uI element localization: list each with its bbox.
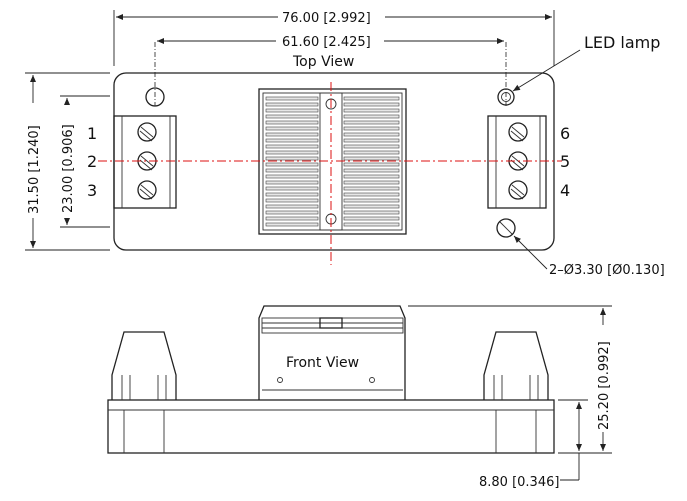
heatsink-fin (343, 186, 400, 191)
heatsink-fin (343, 192, 400, 197)
heatsink-fin (343, 108, 400, 113)
heatsink-fin (265, 138, 319, 143)
heatsink-fin (265, 216, 319, 221)
heatsink-fin (265, 144, 319, 149)
top-view: 1 2 3 6 5 4 Top View (87, 42, 570, 265)
pin-label-2: 2 (87, 152, 97, 171)
heatsink (258, 88, 407, 235)
heatsink-fin (343, 144, 400, 149)
mounting-hole-right (496, 218, 516, 238)
heatsink-fin (343, 222, 400, 227)
heatsink-fin (343, 120, 400, 125)
screw-terminal-4 (508, 180, 528, 200)
front-view-label: Front View (286, 355, 359, 371)
dimension-overall-height: 25.20 [0.992] (408, 305, 612, 454)
heatsink-fin (265, 192, 319, 197)
top-view-label: Top View (292, 54, 354, 70)
heatsink-fin (265, 204, 319, 209)
pin-label-5: 5 (560, 152, 570, 171)
screw-terminal-6 (508, 122, 528, 142)
front-heatsink: Front View (258, 305, 406, 400)
heatsink-fin (343, 198, 400, 203)
heatsink-fin (265, 102, 319, 107)
mounting-hole-callout: 2–Ø3.30 [Ø0.130] (513, 235, 665, 278)
heatsink-fin (265, 198, 319, 203)
dimension-hole-spacing: 61.60 [2.425] (157, 35, 504, 50)
screw-terminal-3 (137, 180, 157, 200)
heatsink-fin (265, 156, 319, 161)
pin-label-4: 4 (560, 181, 570, 200)
heatsink-fin (343, 210, 400, 215)
heatsink-fin (265, 174, 319, 179)
heatsink-fin (343, 138, 400, 143)
svg-text:8.80 [0.346]: 8.80 [0.346] (479, 475, 559, 490)
screw-terminal-1 (137, 122, 157, 142)
pin-label-1: 1 (87, 124, 97, 143)
dimension-overall-length: 76.00 [2.992] (113, 10, 555, 66)
heatsink-fin (265, 108, 319, 113)
heatsink-fin (343, 156, 400, 161)
svg-text:25.20 [0.992]: 25.20 [0.992] (597, 341, 612, 430)
heatsink-fin (343, 126, 400, 131)
terminal-block-right (487, 115, 547, 209)
led-lamp-label: LED lamp (584, 33, 660, 52)
dimension-base-height: 8.80 [0.346] (479, 399, 588, 490)
heatsink-fin (343, 114, 400, 119)
heatsink-fin (265, 186, 319, 191)
heatsink-fin (265, 168, 319, 173)
heatsink-fin (343, 168, 400, 173)
heatsink-fin (265, 210, 319, 215)
svg-text:76.00 [2.992]: 76.00 [2.992] (282, 11, 371, 26)
heatsink-fin (343, 180, 400, 185)
dimension-terminal-width: 23.00 [0.906] (60, 95, 110, 228)
heatsink-fin (265, 180, 319, 185)
heatsink-fin (265, 114, 319, 119)
heatsink-fin (343, 150, 400, 155)
svg-text:61.60 [2.425]: 61.60 [2.425] (282, 35, 371, 50)
heatsink-fin (265, 222, 319, 227)
heatsink-fin (265, 150, 319, 155)
svg-text:23.00 [0.906]: 23.00 [0.906] (61, 124, 76, 213)
heatsink-fin (343, 96, 400, 101)
front-terminal-right (483, 331, 549, 453)
heatsink-fin (343, 132, 400, 137)
front-view: Front View (107, 305, 555, 454)
front-view-base (107, 399, 555, 454)
svg-text:31.50 [1.240]: 31.50 [1.240] (27, 125, 42, 214)
heatsink-fin (343, 204, 400, 209)
heatsink-fin (265, 120, 319, 125)
heatsink-fin (265, 126, 319, 131)
heatsink-fin (343, 174, 400, 179)
front-terminal-left (111, 331, 177, 453)
dimension-overall-width: 31.50 [1.240] (25, 72, 110, 251)
terminal-block-left (113, 115, 177, 209)
pin-label-6: 6 (560, 124, 570, 143)
heatsink-fin (265, 162, 319, 167)
heatsink-fin (265, 132, 319, 137)
heatsink-fin (343, 162, 400, 167)
led-lamp-callout: LED lamp (512, 33, 660, 92)
pin-label-3: 3 (87, 181, 97, 200)
heatsink-fin (343, 102, 400, 107)
heatsink-fin (343, 216, 400, 221)
svg-text:2–Ø3.30 [Ø0.130]: 2–Ø3.30 [Ø0.130] (549, 263, 665, 278)
heatsink-fin (265, 96, 319, 101)
